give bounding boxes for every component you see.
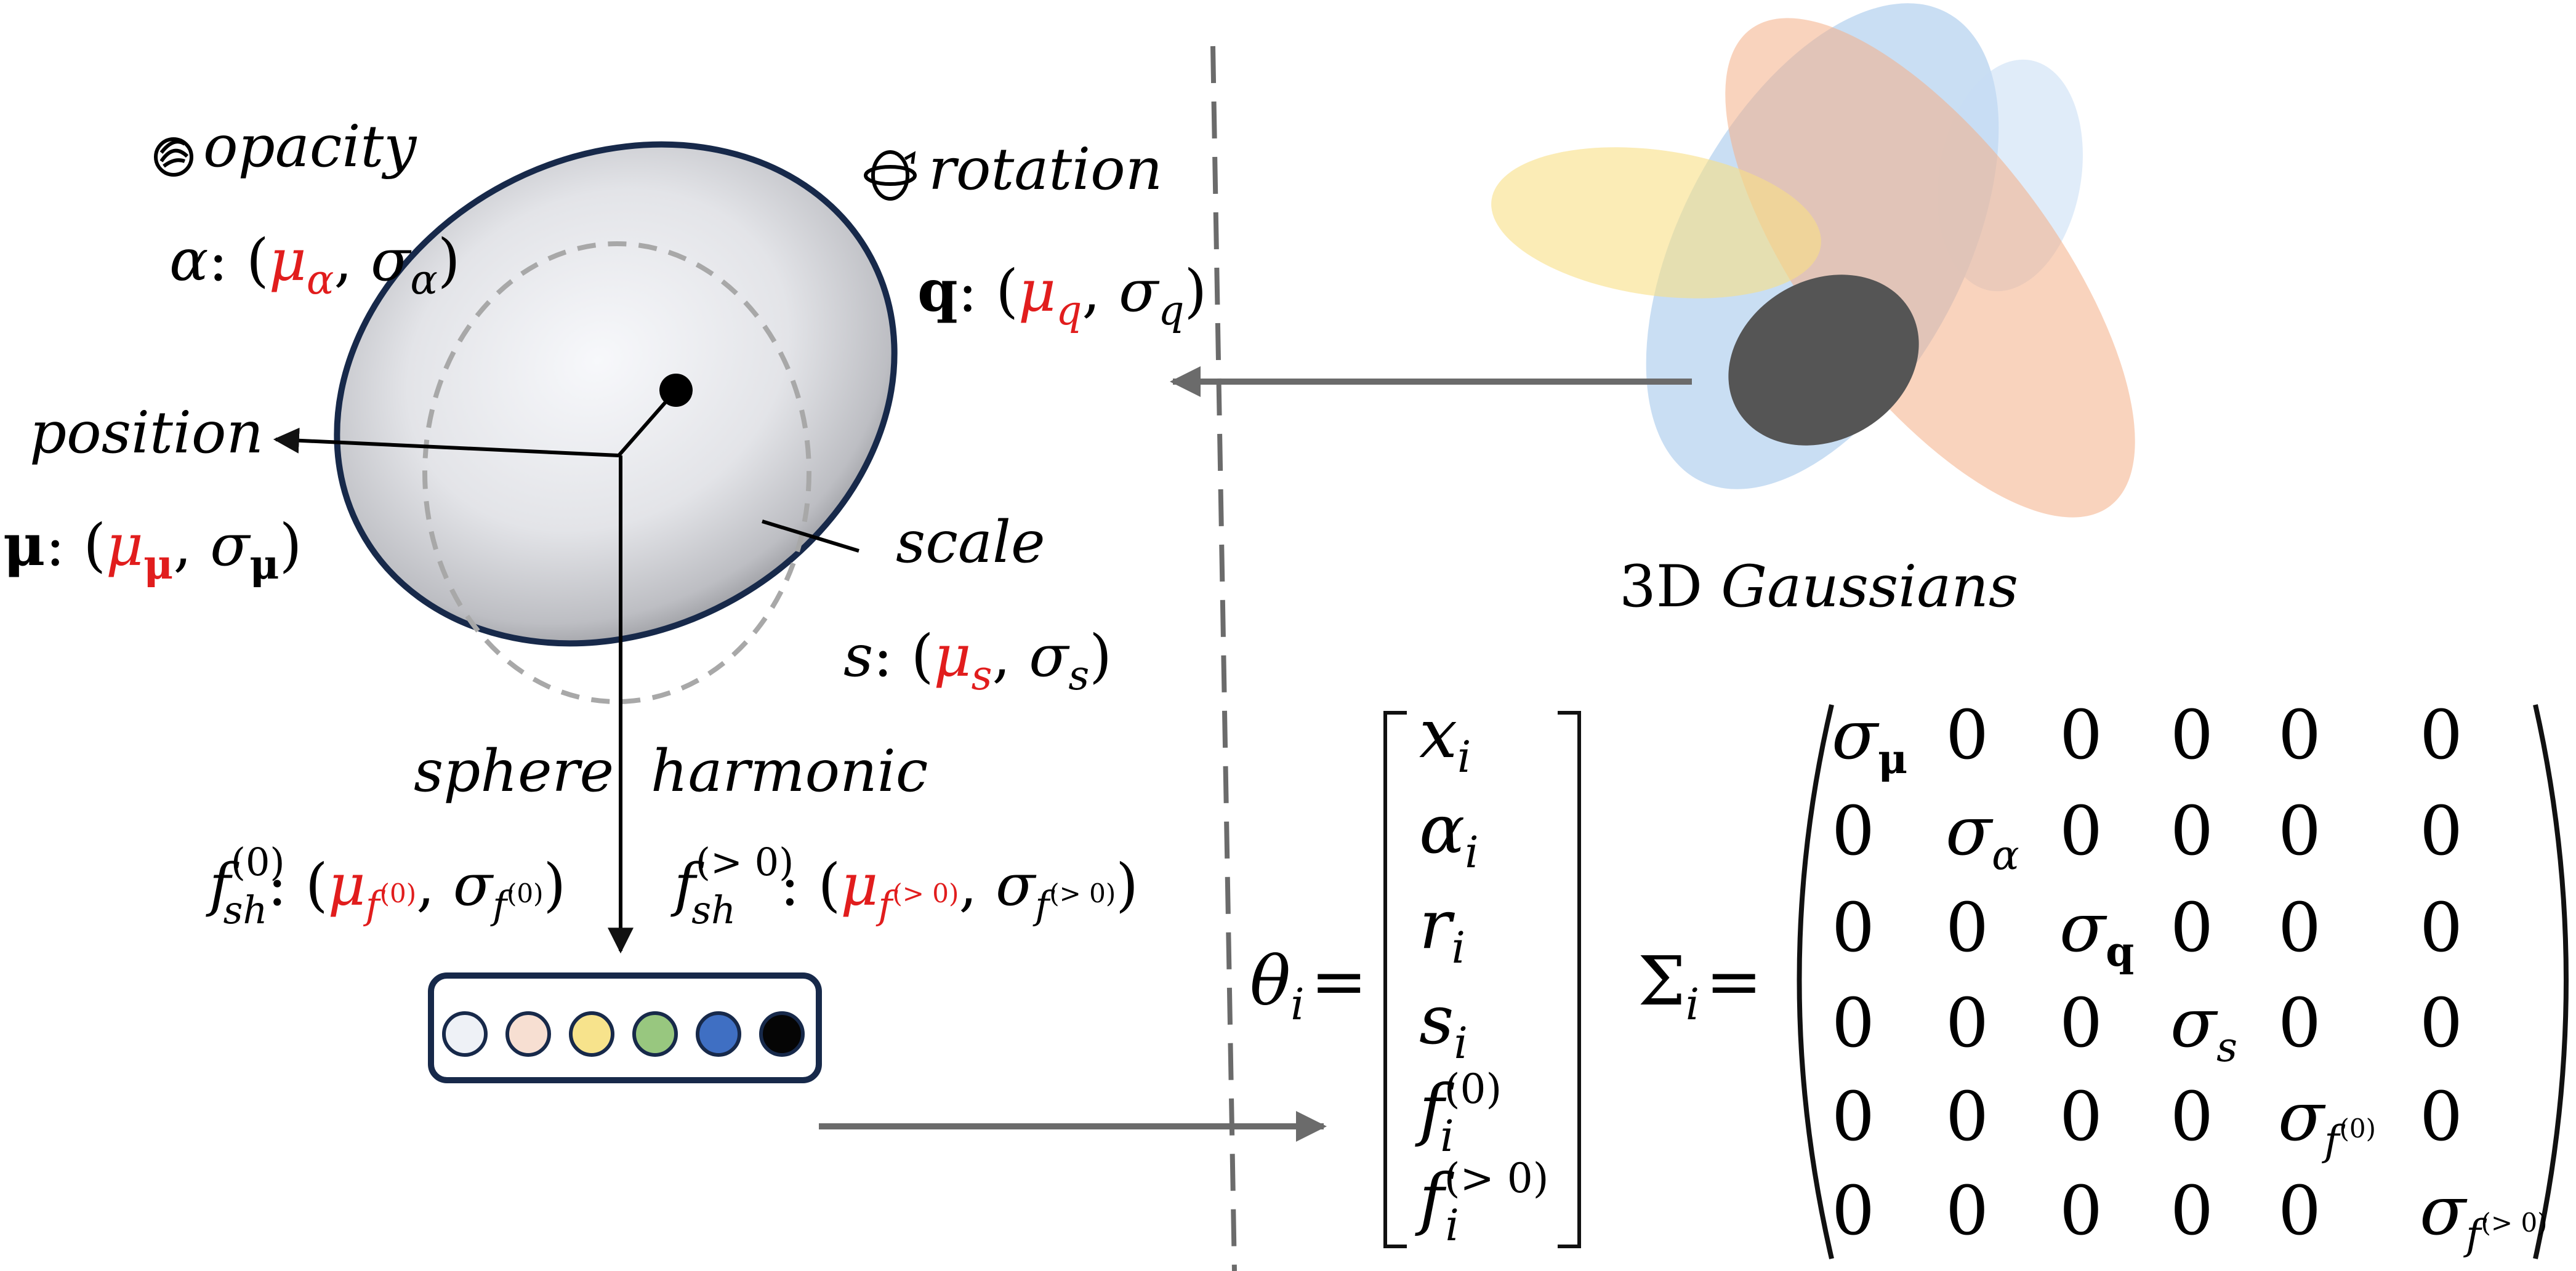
sigma-diag-6: σf(> 0) [2420,1171,2548,1259]
opacity-params: α: (μα, σα) [169,227,461,303]
scale-params: s: (μs, σs) [843,623,1112,699]
sigma-zero: 0 [2170,1077,2213,1156]
scale-label: scale [896,509,1045,576]
sigma-zero: 0 [2059,1077,2103,1156]
theta-row-1: xi [1419,694,1471,782]
rotation-params: q: (μq, σq) [917,257,1207,334]
sigma-zero: 0 [1832,792,1875,870]
sh-dc-params: f(0)sh: (μf(0), σf(0)) [206,840,566,932]
yellow-gaussian [1491,147,1821,299]
color-feature-box [428,972,822,1083]
sigma-zero: 0 [2170,696,2213,774]
rotation-label: rotation [928,136,1162,203]
palette-dot-2 [505,1011,551,1057]
sigma-zero: 0 [2059,1171,2103,1250]
sigma-zero: 0 [1946,888,1989,967]
theta-row-5: f(0)i [1415,1065,1502,1161]
sigma-paren-left [1797,704,1834,1259]
sigma-zero: 0 [2170,1171,2213,1250]
theta-bracket-right [1558,711,1581,1248]
sigma-zero: 0 [2278,888,2321,967]
sigma-zero: 0 [2170,888,2213,967]
opacity-icon [154,137,193,177]
palette-dots [442,1011,805,1057]
sigma-lhs: Σi= [1638,942,1762,1030]
sigma-zero: 0 [1946,1077,1989,1156]
gaussians-cluster [1491,3,2135,518]
opacity-label: opacity [203,113,417,180]
divider-dashed [1210,46,1237,1271]
sigma-zero: 0 [1832,1077,1875,1156]
sigma-zero: 0 [1946,1171,1989,1250]
sigma-diag-3: σq [2059,888,2134,976]
inner-dashed-circle [422,241,811,704]
sigma-zero: 0 [2170,792,2213,870]
sigma-zero: 0 [2059,696,2103,774]
sigma-zero: 0 [2059,984,2103,1062]
sigma-diag-2: σα [1946,792,2019,879]
gaussians-label: 3D Gaussians [1619,553,2018,620]
theta-row-4: si [1419,980,1468,1069]
orange-gaussian [1725,18,2135,518]
theta-lhs: θi= [1250,942,1367,1030]
sigma-zero: 0 [2059,792,2103,870]
sigma-zero: 0 [2278,792,2321,870]
sigma-zero: 0 [1832,1171,1875,1250]
core-gaussian [1728,275,1919,446]
palette-dot-5 [696,1011,741,1057]
gaussian-ellipsoid [273,141,898,954]
palette-dot-4 [632,1011,678,1057]
position-label: position [30,399,264,467]
position-params: μ: (μμ, σμ) [3,511,302,588]
sigma-zero: 0 [2420,888,2463,967]
palette-dot-3 [569,1011,614,1057]
sigma-zero: 0 [2278,1171,2321,1250]
sh-label: sphere harmonic [414,738,928,805]
theta-row-3: ri [1419,885,1465,973]
theta-bracket-left [1383,711,1407,1248]
sigma-diag-4: σs [2170,984,2237,1071]
sigma-zero: 0 [2420,696,2463,774]
sh-rest-params: f(> 0)sh: (μf(> 0), σf(> 0)) [670,840,1138,932]
theta-row-6: f(> 0)i [1415,1155,1549,1251]
sigma-zero: 0 [1832,888,1875,967]
scale-pointer [762,519,859,553]
theta-row-2: αi [1419,790,1479,878]
sigma-zero: 0 [2278,696,2321,774]
sigma-zero: 0 [2420,792,2463,870]
sigma-zero: 0 [1832,984,1875,1062]
sigma-diag-1: σμ [1832,696,1907,783]
sigma-diag-5: σf(0) [2278,1077,2376,1165]
palette-dot-6 [759,1011,805,1057]
palette-dot-1 [442,1011,488,1057]
sigma-zero: 0 [1946,984,1989,1062]
rotation-icon [864,150,917,201]
sigma-zero: 0 [2420,984,2463,1062]
sigma-zero: 0 [2278,984,2321,1062]
sigma-zero: 0 [1946,696,1989,774]
sigma-paren-right [2533,704,2569,1259]
sigma-zero: 0 [2420,1077,2463,1156]
position-arrow [273,427,619,457]
